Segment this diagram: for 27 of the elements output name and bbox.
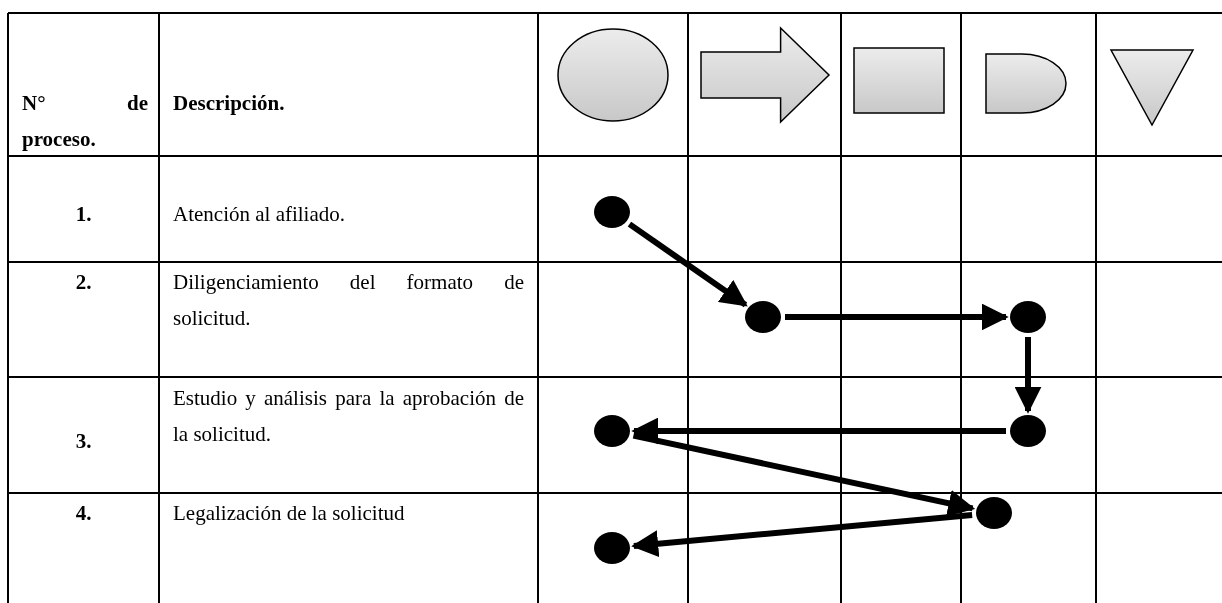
step-dot: [975, 496, 1013, 530]
table-cell-text: 3.: [74, 428, 93, 455]
arrow: [785, 303, 1009, 331]
operation-symbol: [557, 28, 669, 122]
arrow: [1014, 337, 1042, 414]
table-cell-text: 2.: [74, 269, 93, 296]
arrow: [632, 432, 976, 517]
storage-symbol: [1110, 49, 1194, 126]
arrow: [627, 221, 748, 308]
arrow: [631, 512, 973, 558]
delay-symbol: [985, 53, 1067, 114]
step-dot: [593, 195, 631, 229]
step-dot: [744, 300, 782, 334]
table-cell-text: 1.: [74, 201, 93, 228]
table-cell-text: N° de proceso.: [22, 90, 148, 153]
description-text: Diligenciamiento del formato de solicitud.: [173, 269, 524, 332]
description-text: Legalización de la solicitud: [173, 500, 406, 527]
description-text: Atención al afiliado.: [173, 201, 347, 228]
description-text: Descripción.: [173, 90, 286, 117]
inspection-symbol: [853, 47, 945, 114]
transport-symbol: [700, 27, 830, 123]
step-dot: [593, 531, 631, 565]
table-cell-text: 4.: [74, 500, 93, 527]
step-dot: [1009, 414, 1047, 448]
step-dot: [593, 414, 631, 448]
step-dot: [1009, 300, 1047, 334]
description-text: Estudio y análisis para la aprobación de la solicitud.: [173, 385, 524, 448]
